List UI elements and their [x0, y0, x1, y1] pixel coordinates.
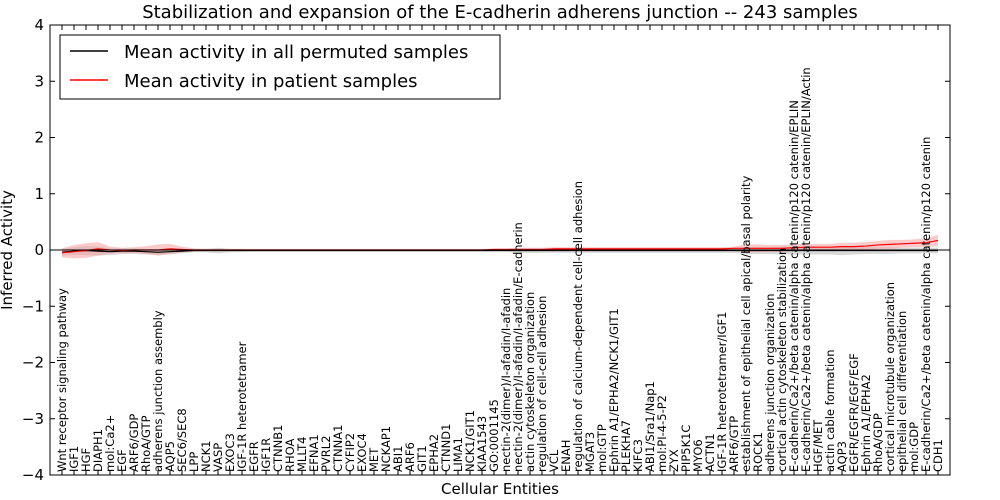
x-tick-label-abi1: ABI1 — [391, 446, 405, 472]
x-tick-label-igf1: IGF1 — [67, 446, 81, 472]
x-tick-label-cdh1: CDH1 — [931, 439, 945, 472]
legend-box — [59, 34, 501, 100]
x-tick-label-go-0001145: GO:0001145 — [487, 399, 501, 472]
x-tick-label-mol-gdp: mol:GDP — [907, 422, 921, 472]
x-tick-label-arf6-gtp: ARF6/GTP — [727, 416, 741, 472]
x-tick-label-rhoa: RHOA — [283, 439, 297, 472]
x-tick-label-myo6: MYO6 — [691, 439, 705, 472]
x-tick-label-nectin-2-dimer-i-afadin-i-afadin-e-cadherin: nectin-2(dimer)/I-afadin/I-afadin/E-cadh… — [511, 222, 525, 472]
x-tick-label-rock1: ROCK1 — [751, 432, 765, 472]
x-tick-label-lima1: LIMA1 — [451, 437, 465, 472]
x-tick-label-wnt-receptor-signaling-pathway: Wnt receptor signaling pathway — [55, 288, 69, 472]
x-tick-label-ephrin-a1-epha2-nck1-git1: Ephrin A1/EPHA2/NCK1/GIT1 — [607, 308, 621, 472]
legend-label-permuted: Mean activity in all permuted samples — [124, 42, 468, 63]
x-tick-label-mgat3: MGAT3 — [583, 432, 597, 472]
x-tick-label-exoc3: EXOC3 — [223, 433, 237, 472]
x-tick-label-arf6-gdp: ARF6/GDP — [127, 414, 141, 472]
x-tick-label-ctnnd1: CTNND1 — [439, 424, 453, 472]
x-tick-label-hgf-met: HGF/MET — [811, 419, 825, 472]
x-tick-label-vcl: VCL — [547, 449, 561, 472]
x-tick-label-aqp5: AQP5 — [163, 441, 177, 472]
x-tick-label-e-cadherin-ca2-beta-catenin-alpha-catenin-p120-catenin-eplin: E-cadherin/Ca2+/beta catenin/alpha caten… — [787, 100, 801, 472]
x-tick-label-actin-cytoskeleton-organization: actin cytoskeleton organization — [523, 292, 537, 472]
y-tick-label: −2 — [22, 354, 44, 372]
y-tick-label: 3 — [34, 72, 44, 90]
x-tick-label-nck1: NCK1 — [199, 441, 213, 473]
x-tick-label-adherens-junction-assembly: adherens junction assembly — [151, 310, 165, 472]
y-tick-label: −4 — [22, 466, 44, 484]
chart-title: Stabilization and expansion of the E-cad… — [142, 2, 858, 23]
x-tick-label-regulation-of-cell-cell-adhesion: regulation of cell-cell adhesion — [535, 296, 549, 472]
x-tick-label-zyx: ZYX — [667, 449, 681, 472]
x-tick-label-lpp: LPP — [187, 452, 201, 472]
y-tick-label: 0 — [34, 241, 44, 259]
x-tick-label-efna1: EFNA1 — [307, 434, 321, 472]
y-tick-label: 2 — [34, 129, 44, 147]
x-tick-label-sec6-sec8: SEC6/SEC8 — [175, 408, 189, 472]
x-tick-label-rhoa-gdp: RhoA/GDP — [871, 413, 885, 472]
x-tick-label-arf6: ARF6 — [403, 442, 417, 472]
x-tick-label-nckap1: NCKAP1 — [379, 426, 393, 472]
x-tick-label-enah: ENAH — [559, 440, 573, 472]
x-tick-label-nectin-2-dimer-i-afadin-i-afadin: nectin-2(dimer)/I-afadin/I-afadin — [499, 288, 513, 472]
x-tick-label-mol-gtp: mol:GTP — [595, 424, 609, 472]
x-tick-label-diaph1: DIAPH1 — [91, 429, 105, 472]
x-tick-label-epithelial-cell-differentiation: epithelial cell differentiation — [895, 311, 909, 472]
x-tick-label-mllt4: MLLT4 — [295, 437, 309, 473]
x-tick-label-ctnnb1: CTNNB1 — [271, 425, 285, 472]
x-tick-label-rhoa-gtp: RhoA/GTP — [139, 415, 153, 472]
x-tick-label-nck1-git1: NCK1/GIT1 — [463, 410, 477, 472]
x-tick-label-egf: EGF — [115, 449, 129, 472]
x-tick-label-git1: GIT1 — [415, 445, 429, 472]
x-tick-label-adherens-junction-organization: adherens junction organization — [763, 294, 777, 472]
x-tick-label-vasp: VASP — [211, 443, 225, 472]
x-tick-label-cortical-actin-cytoskeleton-stabilization: cortical actin cytoskeleton stabilizatio… — [775, 248, 789, 472]
x-tick-label-epha2: EPHA2 — [427, 434, 441, 472]
y-tick-label: 1 — [34, 185, 44, 203]
x-tick-label-plekha7: PLEKHA7 — [619, 420, 633, 472]
y-tick-label: −1 — [22, 297, 44, 315]
x-tick-label-mol-pi-4-5-p2: mol:PI-4-5-P2 — [655, 395, 669, 472]
x-tick-label-establishment-of-epithelial-cell-apical-basal-polarity: establishment of epithelial cell apical/… — [739, 176, 753, 472]
x-tick-label-egfr-egfr-egf-egf: EGFR/EGFR/EGF/EGF — [847, 353, 861, 472]
x-tick-label-e-cadherin-ca2-beta-catenin-alpha-catenin-p120-catenin-eplin-actin: E-cadherin/Ca2+/beta catenin/alpha caten… — [799, 67, 813, 472]
x-tick-label-e-cadherin-ca2-beta-catenin-alpha-catenin-p120-catenin: E-cadherin/Ca2+/beta catenin/alpha caten… — [919, 137, 933, 472]
x-tick-label-kifc3: KIFC3 — [631, 439, 645, 472]
x-tick-label-ephrin-a1-epha2: Ephrin A1/EPHA2 — [859, 374, 873, 472]
x-tick-label-pvrl2: PVRL2 — [319, 435, 333, 472]
x-tick-label-kiaa1543: KIAA1543 — [475, 416, 489, 472]
x-tick-label-igf1r: IGF1R — [259, 438, 273, 472]
x-tick-label-cyfip2: CYFIP2 — [343, 433, 357, 472]
legend-label-patient: Mean activity in patient samples — [124, 71, 418, 92]
y-axis-label: Inferred Activity — [0, 190, 16, 310]
band-patient — [62, 234, 938, 259]
x-tick-label-hgf: HGF — [79, 448, 93, 472]
x-tick-label-pip5k1c: PIP5K1C — [679, 425, 693, 472]
x-tick-label-exoc4: EXOC4 — [355, 433, 369, 472]
x-tick-label-actin-cable-formation: actin cable formation — [823, 349, 837, 472]
x-tick-label-regulation-of-calcium-dependent-cell-cell-adhesion: regulation of calcium-dependent cell-cel… — [571, 181, 585, 472]
x-tick-label-igf-1r-heterotetramer-igf1: IGF-1R heterotetramer/IGF1 — [715, 312, 729, 472]
y-tick-label: 4 — [34, 16, 44, 34]
legend: Mean activity in all permuted samples Me… — [59, 34, 501, 100]
x-tick-label-egfr: EGFR — [247, 441, 261, 472]
x-tick-label-ctnna1: CTNNA1 — [331, 425, 345, 472]
x-tick-label-igf-1r-heterotetramer: IGF-1R heterotetramer — [235, 341, 249, 472]
x-tick-label-actn1: ACTN1 — [703, 433, 717, 472]
x-tick-label-mol-ca2: mol:Ca2+ — [103, 415, 117, 472]
x-tick-label-met: MET — [367, 447, 381, 472]
y-tick-label: −3 — [22, 410, 44, 428]
x-tick-label-aqp3: AQP3 — [835, 441, 849, 472]
x-tick-label-abi1-sra1-nap1: ABI1/Sra1/Nap1 — [643, 381, 657, 472]
x-axis-label: Cellular Entities — [441, 480, 559, 498]
x-tick-label-cortical-microtubule-organization: cortical microtubule organization — [883, 282, 897, 472]
